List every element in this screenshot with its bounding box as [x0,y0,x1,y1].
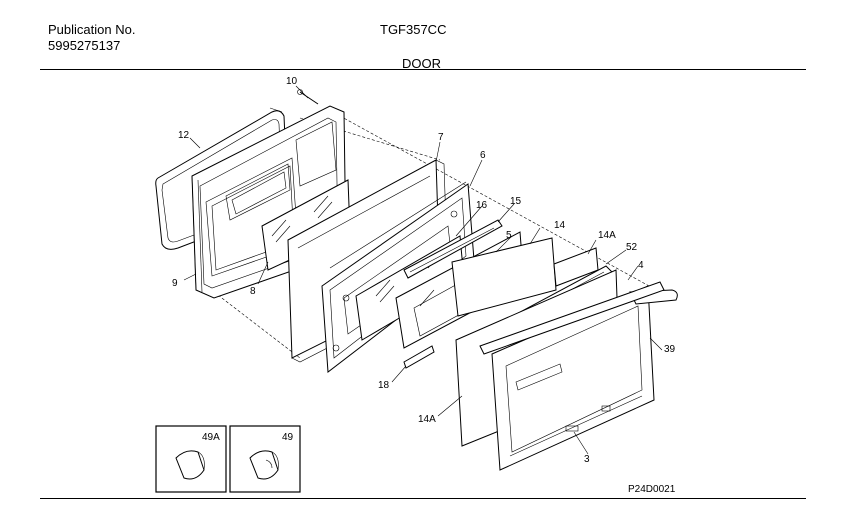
publication-number: 5995275137 [48,38,121,53]
header-rule [40,69,806,70]
callout-4: 4 [638,260,644,271]
insulation-sheet-part [451,237,557,317]
screw-part [297,89,319,105]
inset-knob-49: 49 [229,425,301,493]
callout-18: 18 [378,380,390,391]
assembly-guide-lines [213,115,661,359]
callout-14a-bottom: 14A [418,414,436,425]
section-title: DOOR [402,56,441,71]
door-handle-part [479,281,678,355]
callout-10: 10 [286,76,298,87]
callout-6: 6 [480,150,486,161]
callout-14a-top: 14A [598,230,616,241]
callout-52: 52 [626,242,638,253]
callout-49a: 49A [202,432,220,443]
callout-leader-lines [183,85,663,455]
callout-39: 39 [664,344,676,355]
callout-15: 15 [510,196,522,207]
door-frame-part [491,285,655,471]
drawing-code: P24D0021 [628,484,676,495]
publication-label: Publication No. [48,22,136,37]
callout-14: 14 [554,220,566,231]
callout-12: 12 [178,130,190,141]
callout-49: 49 [282,432,294,443]
callout-8: 8 [250,286,256,297]
callout-3: 3 [584,454,590,465]
trim-strip-part [403,219,503,279]
inset-knob-49a: 49A [155,425,227,493]
callout-16: 16 [476,200,488,211]
model-number: TGF357CC [380,22,447,37]
bottom-trim-part [403,345,435,369]
callout-7: 7 [438,132,444,143]
footer-rule [40,498,806,499]
callout-5: 5 [506,230,512,241]
callout-9: 9 [172,278,178,289]
